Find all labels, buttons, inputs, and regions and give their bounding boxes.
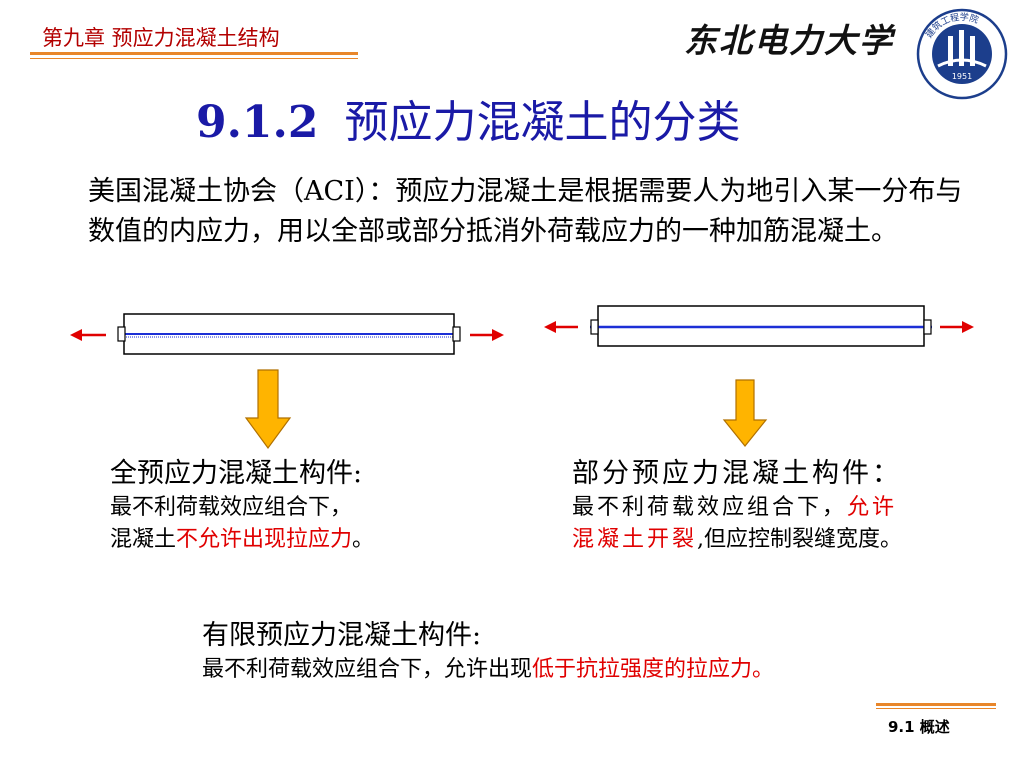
full-prestressed-line2: 混凝土不允许出现拉应力。 [110, 524, 540, 556]
partial-line2-suffix: ,但应控制裂缝宽度。 [697, 527, 903, 552]
left-beam-arrow-left-icon [70, 329, 106, 341]
section-number: 9.1.2 [196, 97, 319, 148]
footer-underline-thin [876, 708, 996, 709]
left-down-arrow-icon [244, 369, 292, 450]
logo-year: 1951 [952, 72, 972, 81]
partial-line1-prefix: 最不利荷载效应组合下， [572, 495, 848, 520]
university-logo: 建筑工程学院 1951 [916, 8, 1008, 100]
limited-prestressed-heading: 有限预应力混凝土构件: [202, 620, 482, 651]
chapter-underline-thin [30, 58, 358, 59]
full-prestressed-block: 全预应力混凝土构件: 最不利荷载效应组合下， 混凝土不允许出现拉应力。 [110, 456, 540, 556]
right-beam [590, 305, 932, 347]
footer-section-label: 9.1 概述 [888, 718, 950, 736]
partial-line2-emphasis: 混凝土开裂 [572, 527, 698, 552]
full-prestressed-line1: 最不利荷载效应组合下， [110, 495, 353, 520]
partial-prestressed-block: 部分预应力混凝土构件： 最不利荷载效应组合下，允许 混凝土开裂,但应控制裂缝宽度… [572, 456, 1012, 556]
footer-underline [876, 703, 996, 706]
right-down-arrow-icon [722, 379, 768, 447]
limited-prestressed-line1: 最不利荷载效应组合下，允许出现低于抗拉强度的拉应力。 [202, 654, 982, 686]
limited-line1-prefix: 最不利荷载效应组合下，允许出现 [202, 657, 533, 682]
limited-prestressed-block: 有限预应力混凝土构件: 最不利荷载效应组合下，允许出现低于抗拉强度的拉应力。 [202, 618, 982, 686]
aci-definition: 美国混凝土协会（ACI）：预应力混凝土是根据需要人为地引入某一分布与数值的内应力… [88, 176, 963, 247]
chapter-title: 第九章 预应力混凝土结构 [42, 26, 280, 50]
partial-prestressed-line1: 最不利荷载效应组合下，允许 [572, 492, 1012, 524]
left-beam [117, 313, 461, 355]
beam-diagrams [70, 305, 974, 450]
chapter-underline [30, 52, 358, 55]
university-name: 东北电力大学 [684, 21, 894, 60]
limited-line1-emphasis: 低于抗拉强度的拉应力。 [532, 657, 775, 682]
full-line2-prefix: 混凝土 [110, 527, 177, 552]
left-beam-arrow-right-icon [470, 329, 504, 341]
partial-prestressed-line2: 混凝土开裂,但应控制裂缝宽度。 [572, 524, 1012, 556]
right-beam-arrow-right-icon [940, 321, 974, 333]
title-text: 预应力混凝土的分类 [344, 97, 741, 148]
page-title: 9.1.2 预应力混凝土的分类 [196, 86, 740, 150]
partial-prestressed-heading: 部分预应力混凝土构件： [572, 458, 902, 489]
full-prestressed-heading: 全预应力混凝土构件: [110, 458, 363, 489]
full-line2-emphasis: 不允许出现拉应力 [176, 527, 353, 552]
right-beam-arrow-left-icon [544, 321, 578, 333]
full-line2-suffix: 。 [352, 527, 375, 552]
partial-line1-emphasis: 允许 [847, 495, 898, 520]
